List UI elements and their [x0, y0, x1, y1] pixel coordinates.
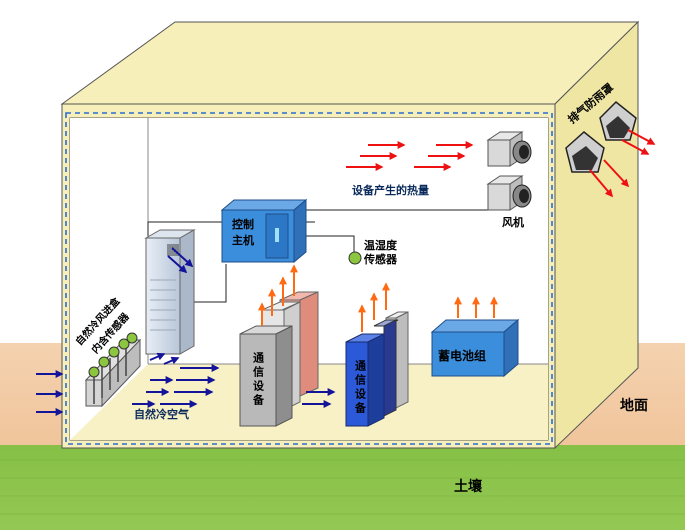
intake-sensor-icon	[98, 356, 110, 368]
interior-floor	[70, 364, 548, 440]
exhaust-arrow	[603, 159, 630, 188]
telecom-2-heat-arrows	[358, 282, 390, 332]
intake-sensor-icon	[126, 332, 138, 344]
air-conditioner-cabinet	[144, 229, 196, 355]
controller-label-line2: 主机	[232, 233, 254, 247]
ac-floor-arrows	[149, 352, 180, 365]
equipment-heat-label: 设备产生的热量	[352, 183, 429, 197]
temp-humidity-sensor-icon	[348, 251, 362, 265]
soil-texture	[0, 459, 685, 515]
telecom-1-heat-arrows	[258, 264, 298, 326]
ac-airflow-arrows	[167, 247, 194, 274]
ac-floor-arrow	[149, 352, 166, 361]
controller-label-line1: 控制	[232, 217, 254, 231]
ac-airflow-arrow	[171, 247, 194, 268]
telecom-equipment-label-2: 通信设备	[354, 360, 368, 416]
intake-sensor-icon	[88, 366, 100, 378]
cold-air-intake-box	[84, 332, 142, 408]
fan-upper	[486, 131, 532, 167]
exhaust-arrow	[627, 129, 656, 145]
natural-cold-air-label: 自然冷空气	[134, 407, 189, 421]
battery-pack	[430, 318, 520, 378]
fan-label: 风机	[502, 215, 524, 229]
temp-humidity-label-line1: 温湿度	[364, 238, 398, 252]
intake-sensor-icon	[118, 338, 130, 350]
telecom-equipment-label-1: 通信设备	[252, 352, 266, 408]
exhaust-arrow	[589, 169, 614, 198]
indoor-cold-air-arrows	[132, 364, 336, 408]
battery-pack-label: 蓄电池组	[438, 348, 486, 363]
exhaust-arrows	[589, 129, 656, 198]
control-host	[220, 198, 308, 264]
telecom-equipment-group-2	[345, 311, 409, 427]
insulation-outline	[65, 112, 553, 445]
fan-lower	[486, 175, 532, 211]
telecom-equipment-group-1	[239, 291, 319, 427]
exhaust-rain-hoods	[565, 100, 637, 173]
roof	[60, 21, 640, 105]
ac-floor-arrow	[163, 356, 180, 365]
soil-band	[0, 445, 685, 530]
heat-arrows	[346, 141, 474, 171]
soil-label: 土壤	[454, 478, 483, 495]
ground-surface-label: 地面	[620, 397, 648, 414]
intake-sensor-icon	[108, 346, 120, 358]
battery-heat-arrows	[454, 296, 498, 318]
outdoor-cold-air-arrows	[36, 370, 64, 416]
ac-airflow-arrow	[167, 255, 188, 274]
temp-humidity-label-line2: 传感器	[363, 252, 398, 266]
exhaust-arrow	[621, 139, 650, 155]
